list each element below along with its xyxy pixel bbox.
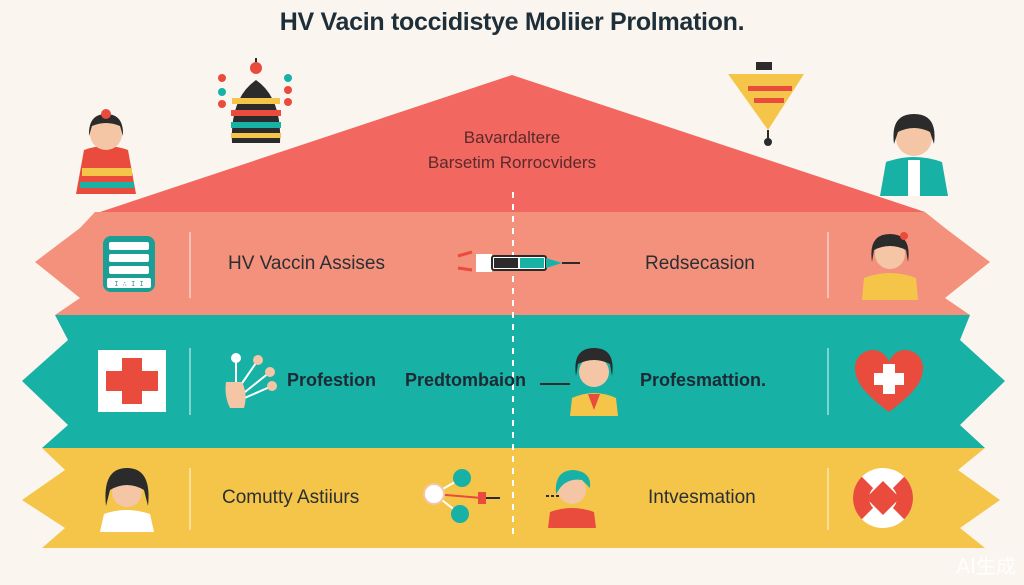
cash-register-icon: I ∴ I I	[103, 236, 155, 292]
hand-molecule-icon	[225, 353, 277, 408]
roof-triangle	[100, 75, 925, 212]
woman-icon	[880, 114, 948, 196]
band-3-left-label: Comutty Astiiurs	[222, 487, 360, 508]
network-icon	[423, 469, 500, 523]
band-1-right-label: Redsecasion	[645, 253, 755, 274]
band-2-left-label: Profestion	[287, 370, 377, 390]
syringe-icon	[457, 250, 580, 272]
page-title: HV Vacin toccidistye Moliier Prolmation.	[279, 8, 745, 36]
life-ring-icon	[853, 468, 913, 528]
band-2-shape	[22, 315, 1005, 448]
woman-icon	[546, 470, 596, 528]
band-2-right-label: Profesmattion.	[640, 370, 767, 390]
band-1-left-label: HV Vaccin Assises	[228, 253, 385, 274]
lantern-icon	[218, 58, 292, 143]
watermark: AI生成	[956, 554, 1016, 578]
woman-icon	[540, 348, 618, 416]
band-3-right-label: Intvesmation	[648, 487, 756, 508]
band-3-shape	[22, 448, 1000, 548]
svg-text:I ∴ I I: I ∴ I I	[114, 281, 143, 289]
red-cross-icon	[98, 350, 166, 412]
band-2-center-label: Predtombaion	[405, 370, 527, 390]
woman-icon	[862, 232, 918, 300]
roof-line-1: Bavardaltere	[463, 128, 561, 147]
woman-icon	[76, 109, 136, 194]
funnel-icon	[728, 62, 804, 146]
roof-line-2: Barsetim Rorrocviders	[427, 153, 597, 172]
heart-cross-icon	[855, 350, 923, 412]
woman-icon	[100, 468, 154, 532]
